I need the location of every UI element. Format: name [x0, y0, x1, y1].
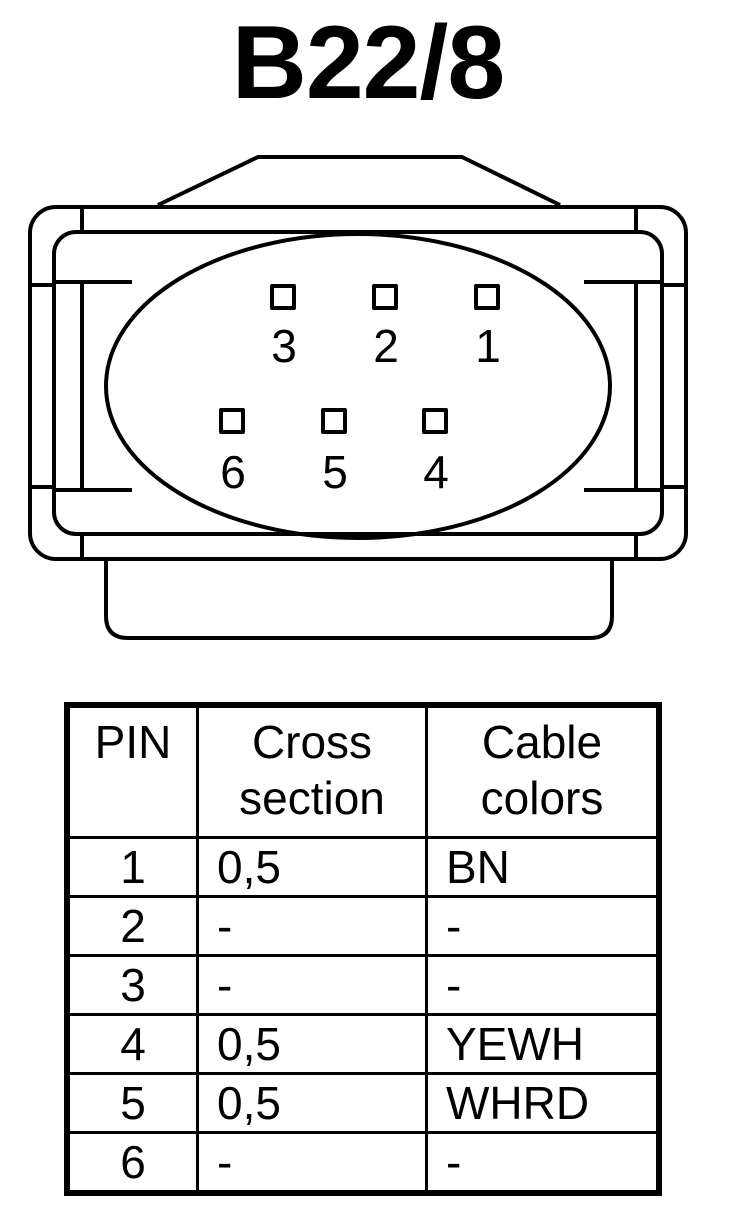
pin-label-6: 6 [220, 446, 246, 498]
pin-4-contact [422, 408, 448, 434]
pin-assignment-table: PIN Cross section Cable colors 1 0,5 BN … [64, 702, 662, 1196]
table-row: 5 0,5 WHRD [65, 1072, 661, 1134]
pin-cell: 2 [65, 895, 199, 957]
header-cross-line-2: section [239, 772, 385, 824]
connector-diagram: 3 2 1 6 5 4 [28, 155, 688, 640]
header-color-line-1: Cable [481, 716, 603, 768]
cable-color-cell: YEWH [425, 1013, 661, 1075]
cross-section-cell: - [196, 954, 428, 1016]
table-header-row: PIN Cross section Cable colors [65, 703, 661, 839]
cable-color-cell: BN [425, 836, 661, 898]
cross-section-cell: 0,5 [196, 836, 428, 898]
cable-color-cell: - [425, 1131, 661, 1195]
connector-pin-face [104, 232, 612, 540]
header-cross-line-1: Cross [251, 716, 373, 768]
pin-1-contact [474, 284, 500, 310]
connector-housing-inner [52, 230, 664, 536]
cross-section-cell: 0,5 [196, 1013, 428, 1075]
pin-3-contact [270, 284, 296, 310]
pin-label-5: 5 [322, 446, 348, 498]
pin-5-contact [321, 408, 347, 434]
pin-label-3: 3 [271, 320, 297, 372]
table-row: 2 - - [65, 895, 661, 957]
connector-housing-outer [28, 205, 688, 561]
pin-label-2: 2 [373, 320, 399, 372]
cable-color-cell: - [425, 954, 661, 1016]
pin-cell: 4 [65, 1013, 199, 1075]
table-row: 1 0,5 BN [65, 836, 661, 898]
header-cable-colors: Cable colors [425, 703, 661, 839]
cable-color-cell: - [425, 895, 661, 957]
pin-cell: 6 [65, 1131, 199, 1195]
cable-color-cell: WHRD [425, 1072, 661, 1134]
table-row: 3 - - [65, 954, 661, 1016]
pin-cell: 3 [65, 954, 199, 1016]
table-row: 6 - - [65, 1131, 661, 1195]
pin-cell: 1 [65, 836, 199, 898]
header-cross-section: Cross section [196, 703, 428, 839]
pin-label-4: 4 [423, 446, 449, 498]
connector-top-tab [157, 155, 561, 207]
pin-6-contact [219, 408, 245, 434]
diagram-title: B22/8 [231, 5, 506, 121]
pin-2-contact [372, 284, 398, 310]
header-pin: PIN [65, 703, 199, 839]
cross-section-cell: - [196, 895, 428, 957]
connector-bottom-skirt [104, 561, 614, 640]
cross-section-cell: 0,5 [196, 1072, 428, 1134]
header-color-line-2: colors [480, 772, 604, 824]
table-row: 4 0,5 YEWH [65, 1013, 661, 1075]
pin-label-1: 1 [475, 320, 501, 372]
pin-cell: 5 [65, 1072, 199, 1134]
cross-section-cell: - [196, 1131, 428, 1195]
header-pin-line: PIN [94, 716, 172, 768]
